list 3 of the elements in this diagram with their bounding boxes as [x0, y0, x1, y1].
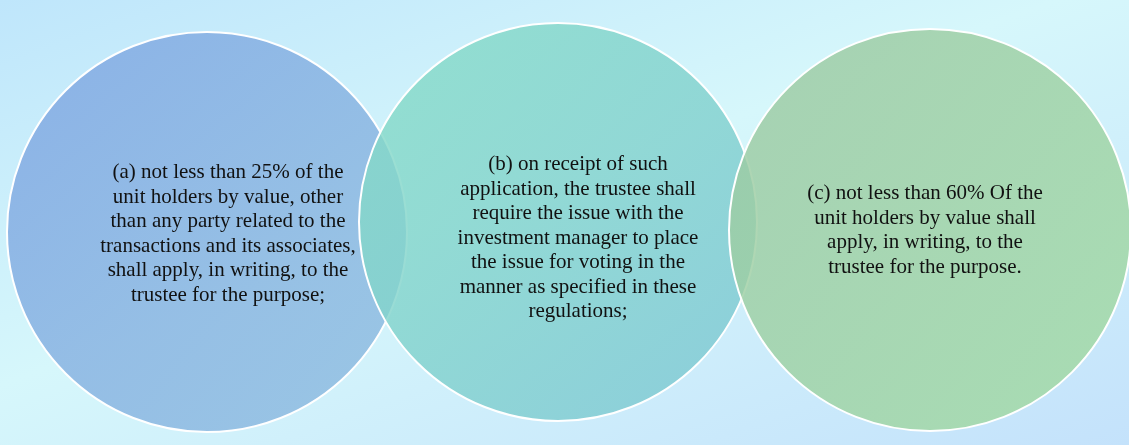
- circle-text: (b) on receipt of such application, the trustee shall require the issue with the investment manager to place the issue for voting in the manner as specified in these regulations;: [456, 151, 700, 323]
- circle-text: (a) not less than 25% of the unit holders by value, other than any party related to the transactions and its associates, shall apply, in writing, to the trustee for the purpose;: [99, 158, 357, 306]
- circle-text: (c) not less than 60% Of the unit holders by value shall apply, in writing, to the trustee for the purpose.: [806, 180, 1044, 278]
